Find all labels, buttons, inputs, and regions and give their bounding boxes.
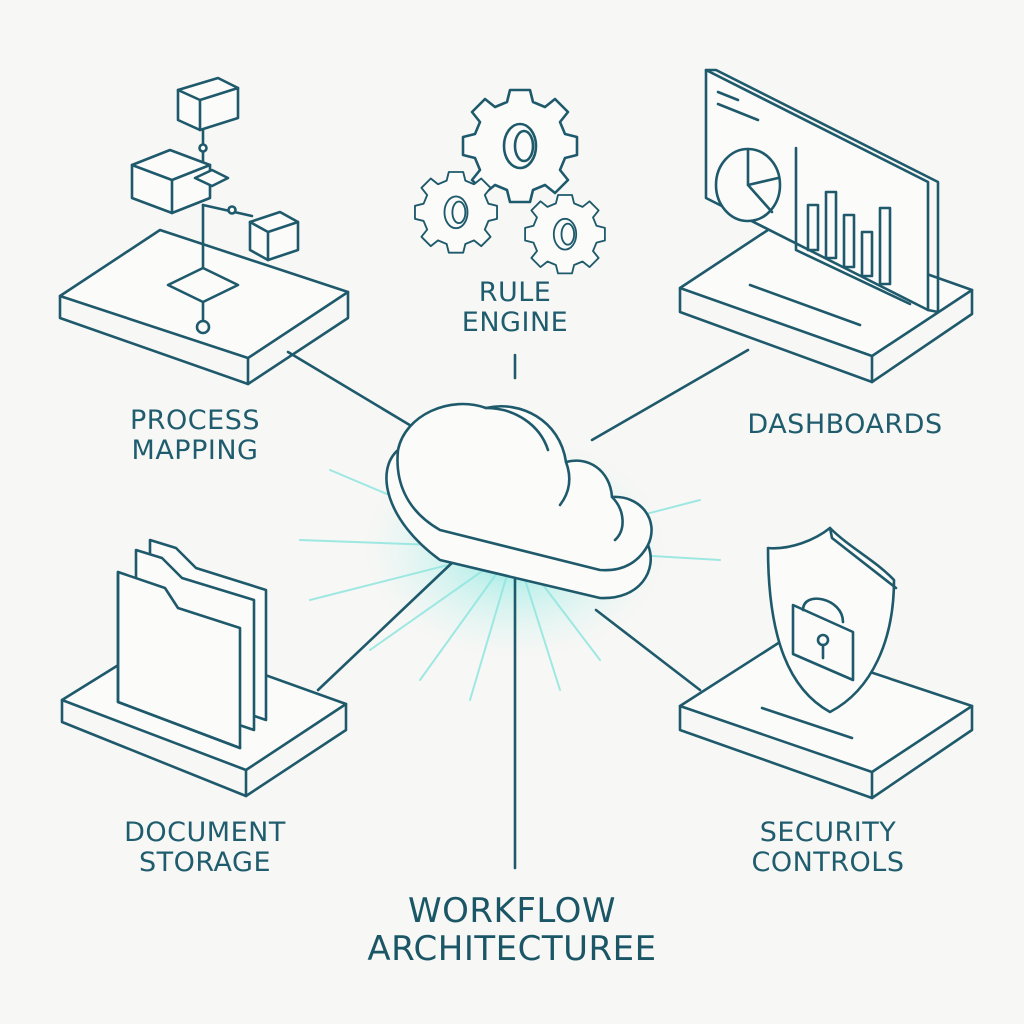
label-line: CONTROLS bbox=[751, 847, 905, 879]
node-label-security-controls: SECURITY CONTROLS bbox=[728, 817, 928, 879]
connector-process-mapping bbox=[286, 350, 420, 432]
label-line: DASHBOARDS bbox=[747, 409, 943, 440]
cloud-icon bbox=[385, 402, 653, 600]
connector-lines bbox=[286, 348, 750, 870]
flowchart-icon bbox=[58, 76, 350, 386]
node-label-rule-engine: RULE ENGINE bbox=[440, 277, 590, 339]
node-label-process-mapping: PROCESS MAPPING bbox=[110, 405, 280, 467]
shield-lock-icon bbox=[678, 526, 974, 800]
label-line: STORAGE bbox=[138, 847, 272, 879]
label-line: ENGINE bbox=[461, 307, 569, 339]
connector-document-storage bbox=[316, 558, 457, 692]
folder-icon bbox=[60, 538, 348, 798]
label-line: PROCESS bbox=[130, 405, 260, 436]
connector-security-controls bbox=[594, 608, 702, 692]
label-line: DOCUMENT bbox=[124, 817, 286, 848]
monitor-chart-icon bbox=[678, 68, 974, 384]
diagram-title: WORKFLOW ARCHITECTUREE bbox=[312, 892, 712, 968]
label-line: MAPPING bbox=[131, 435, 259, 467]
title-line: ARCHITECTUREE bbox=[367, 929, 657, 970]
connector-dashboards bbox=[590, 348, 750, 442]
node-label-dashboards: DASHBOARDS bbox=[725, 409, 965, 440]
node-label-document-storage: DOCUMENT STORAGE bbox=[100, 817, 310, 879]
title-line: WORKFLOW bbox=[408, 891, 616, 931]
label-line: SECURITY bbox=[759, 817, 897, 848]
label-line: RULE bbox=[478, 277, 552, 308]
gears-icon bbox=[414, 88, 606, 275]
